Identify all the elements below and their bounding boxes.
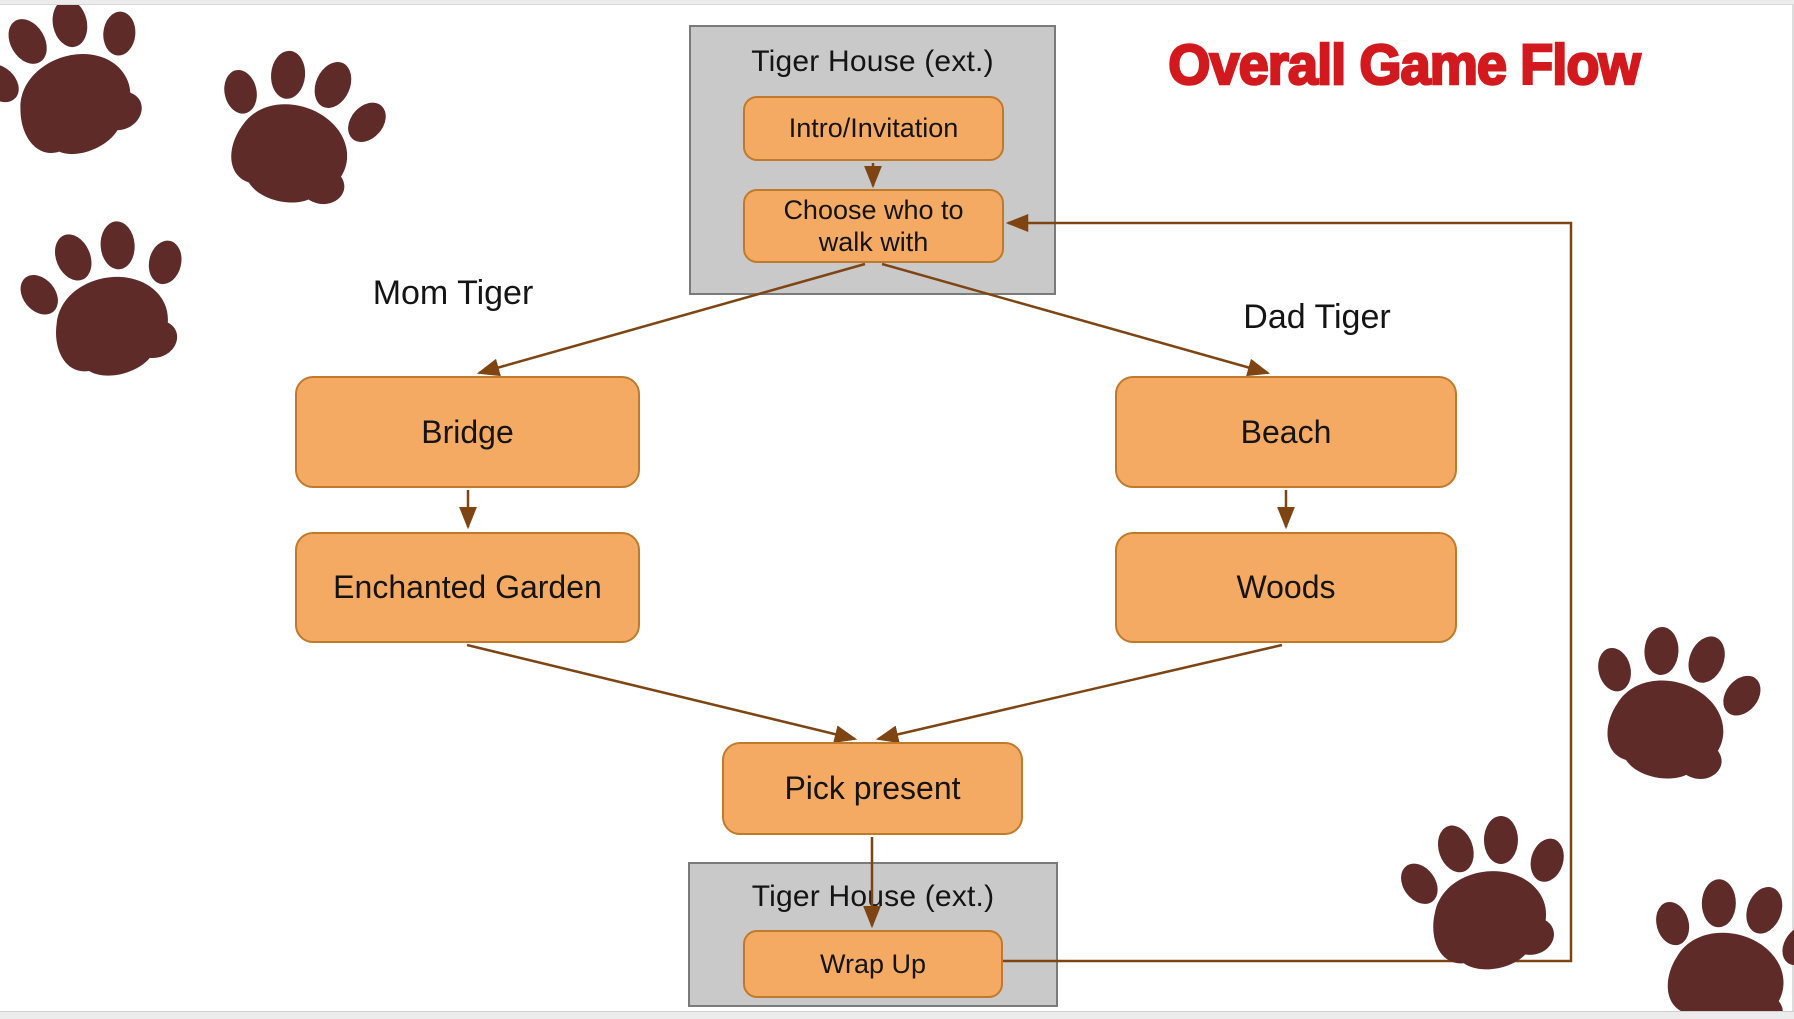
node-beach: Beach [1115, 376, 1457, 488]
node-intro-invitation: Intro/Invitation [743, 96, 1004, 161]
window-bottom-edge [0, 1011, 1794, 1019]
node-wrap-up-label: Wrap Up [819, 948, 927, 979]
node-beach-label: Beach [1240, 413, 1332, 450]
edge-choose-to-beach [881, 262, 1271, 377]
node-wrap-up: Wrap Up [743, 930, 1003, 998]
node-bridge-label: Bridge [421, 413, 514, 450]
node-pick-present: Pick present [722, 742, 1023, 835]
node-bridge: Bridge [295, 376, 640, 488]
node-enchanted-garden: Enchanted Garden [295, 532, 640, 643]
branch-label-dad-tiger: Dad Tiger [1243, 298, 1391, 336]
node-choose-who-to-walk-with-label: Choose who to walk with [783, 194, 964, 257]
edge-choose-to-bridge [476, 262, 866, 377]
node-choose-who-to-walk-with: Choose who to walk with [743, 189, 1004, 263]
node-pick-present-label: Pick present [784, 770, 961, 806]
node-woods-label: Woods [1236, 569, 1336, 605]
edge-wrap-up-loop-to-choose [1003, 214, 1573, 963]
container-tiger-house-top-label: Tiger House (ext.) [751, 45, 994, 78]
node-woods: Woods [1115, 532, 1457, 643]
page-title: Overall Game Flow [1167, 32, 1642, 99]
branch-label-mom-tiger: Mom Tiger [372, 274, 534, 312]
window-top-edge [0, 0, 1794, 5]
node-enchanted-garden-label: Enchanted Garden [333, 569, 602, 605]
edge-woods-to-pick-present [875, 643, 1283, 744]
node-intro-invitation-label: Intro/Invitation [788, 113, 959, 144]
edge-enchanted-garden-to-pick-present [466, 643, 858, 743]
